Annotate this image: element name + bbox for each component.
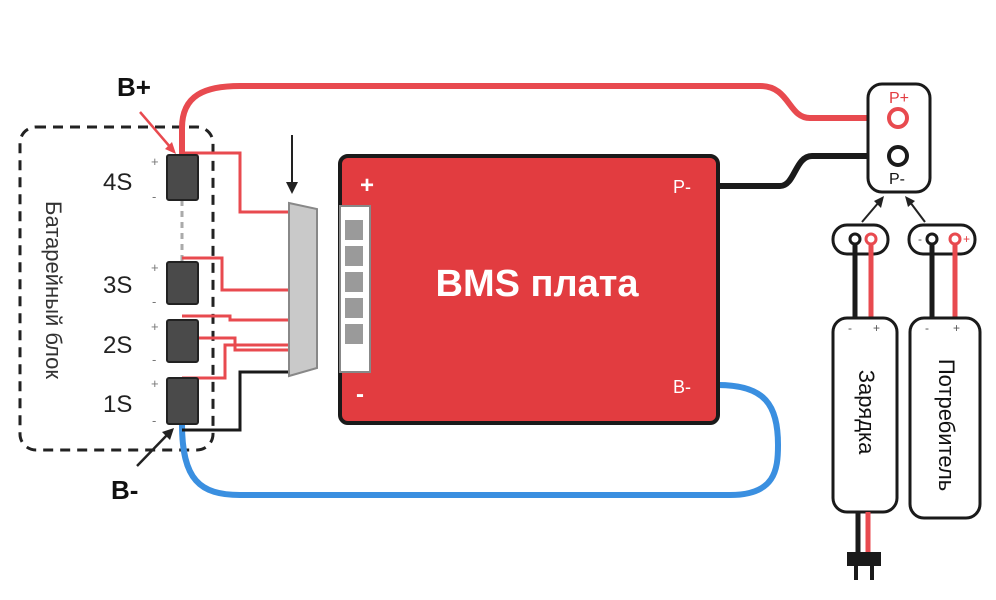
cell-4s-plus: + — [151, 154, 159, 169]
cell-2s — [166, 319, 199, 363]
battery-block-label: Батарейный блок — [41, 201, 66, 379]
balance-connector-plug — [288, 201, 318, 378]
consumer-to-terminal-arrow — [909, 201, 926, 223]
socket-pin-4 — [345, 298, 363, 318]
terminal-p-plus-label: P+ — [889, 90, 909, 107]
balance-wire-3s — [182, 256, 290, 292]
blue-b-minus-wire — [179, 382, 782, 498]
b-minus-arrow-head — [162, 428, 174, 440]
cell-1s — [166, 377, 199, 425]
mains-plug-body — [847, 552, 881, 566]
balance-wire-1s — [182, 343, 290, 380]
charger-plug-minus-pin — [848, 232, 862, 246]
terminal-p-minus-label: P- — [889, 171, 905, 188]
charger-plus-mark: + — [873, 321, 880, 335]
b-plus-arrow — [139, 111, 172, 149]
bms-minus: - — [356, 381, 364, 408]
bms-p-minus-label: P- — [673, 177, 691, 197]
socket-pin-2 — [345, 246, 363, 266]
cell-4s-label: 4S — [103, 169, 132, 196]
red-main-wire — [179, 83, 900, 158]
charger-body — [831, 316, 899, 514]
battery-b-minus-label: B- — [111, 475, 138, 505]
terminal-p-plus-post — [887, 107, 909, 129]
consumer-plug-minus-pin — [925, 232, 939, 246]
cell-4s-minus: - — [152, 189, 156, 204]
terminal-p-minus-post — [887, 145, 909, 167]
output-terminal — [866, 82, 932, 194]
bms-title: BMS плата — [436, 263, 640, 305]
balance-wire-ground — [182, 370, 290, 432]
consumer-plug-plus-mark: + — [963, 232, 970, 246]
connector-arrow-head — [286, 182, 298, 194]
cell-3s — [166, 261, 199, 305]
cell-1s-label: 1S — [103, 391, 132, 418]
cell-3s-plus: + — [151, 260, 159, 275]
charger-arrow-head — [874, 196, 884, 208]
consumer-plug-plus-pin — [948, 232, 962, 246]
b-plus-arrow-head — [165, 142, 176, 154]
charger-to-terminal-arrow — [861, 201, 880, 223]
consumer-body — [908, 316, 982, 520]
consumer-arrow-head — [905, 196, 915, 207]
consumer-plug-head — [907, 223, 977, 256]
cell-4s — [166, 154, 199, 201]
cell-2s-plus: + — [151, 319, 159, 334]
cell-3s-minus: - — [152, 294, 156, 309]
consumer-plug-minus-mark: - — [918, 232, 922, 246]
battery-b-plus-label: B+ — [117, 72, 151, 102]
socket-pin-3 — [345, 272, 363, 292]
battery-block-outline — [18, 125, 215, 452]
consumer-label: Потребитель — [934, 359, 959, 491]
balance-wire-4s — [182, 151, 290, 214]
cell-1s-minus: - — [152, 413, 156, 428]
charger-plug-plus-pin — [864, 232, 878, 246]
bms-plus: + — [360, 172, 374, 199]
charger-label: Зарядка — [854, 370, 879, 455]
cell-3s-label: 3S — [103, 272, 132, 299]
balance-wire-2s-a — [182, 314, 290, 322]
b-minus-arrow — [136, 433, 169, 467]
bms-b-minus-label: B- — [673, 377, 691, 397]
cell-1s-plus: + — [151, 376, 159, 391]
consumer-minus-mark: - — [925, 321, 929, 335]
socket-pin-1 — [345, 220, 363, 240]
black-p-minus-wire — [718, 153, 896, 189]
cell-2s-minus: - — [152, 352, 156, 367]
charger-minus-mark: - — [848, 321, 852, 335]
consumer-plus-mark: + — [953, 321, 960, 335]
cell-2s-label: 2S — [103, 332, 132, 359]
socket-pin-5 — [345, 324, 363, 344]
